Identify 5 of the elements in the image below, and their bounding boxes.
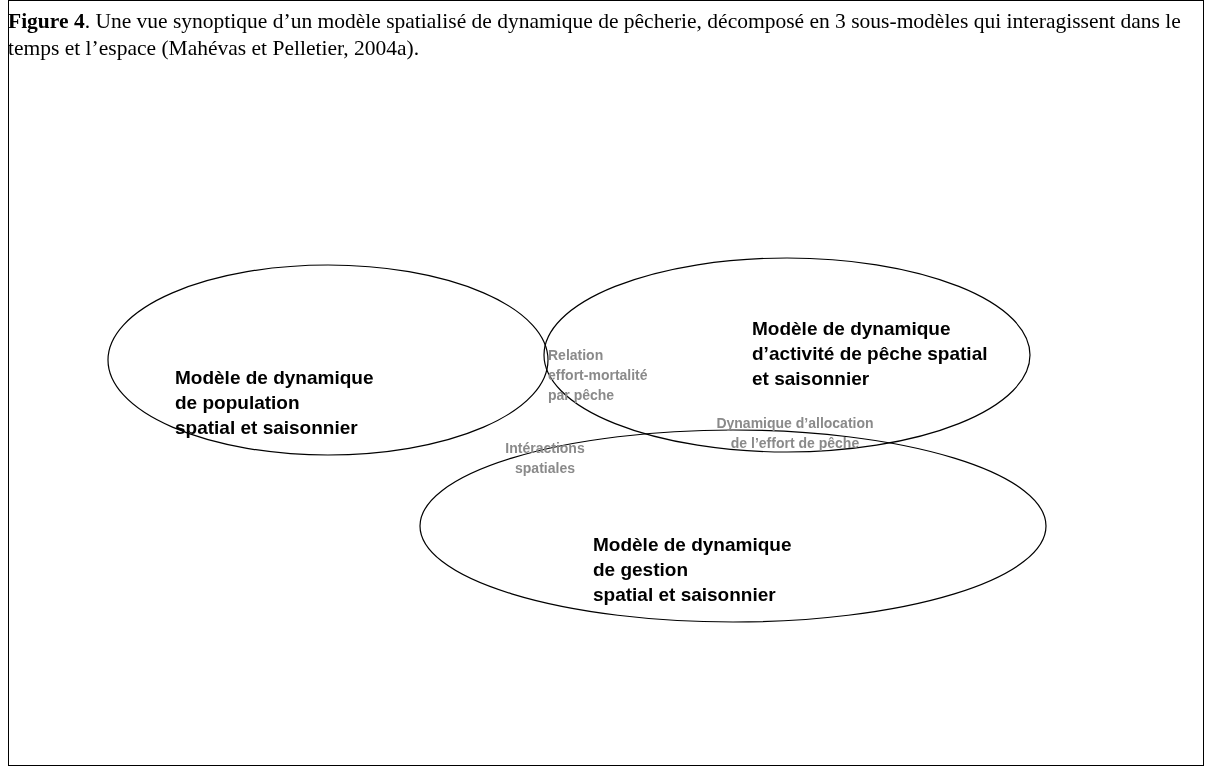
model-title: Modèle de dynamique d’activité de pêche spatial et saisonnier	[752, 317, 989, 391]
overlap-label: Dynamique d’allocation de l’effort de pêche	[715, 414, 875, 453]
figure-caption: Figure 4. Une vue synoptique d’un modèle spatialisé de dynamique de pêcherie, décomposé en 3 sous-modèles qui interagissent dans le temps et l’espace (Mahévas et Pelletier, 2004a).	[8, 8, 1182, 62]
model-title: Modèle de dynamique de gestion spatial et saisonnier	[593, 533, 793, 607]
model-title: Modèle de dynamique de population spatial et saisonnier	[175, 366, 375, 440]
